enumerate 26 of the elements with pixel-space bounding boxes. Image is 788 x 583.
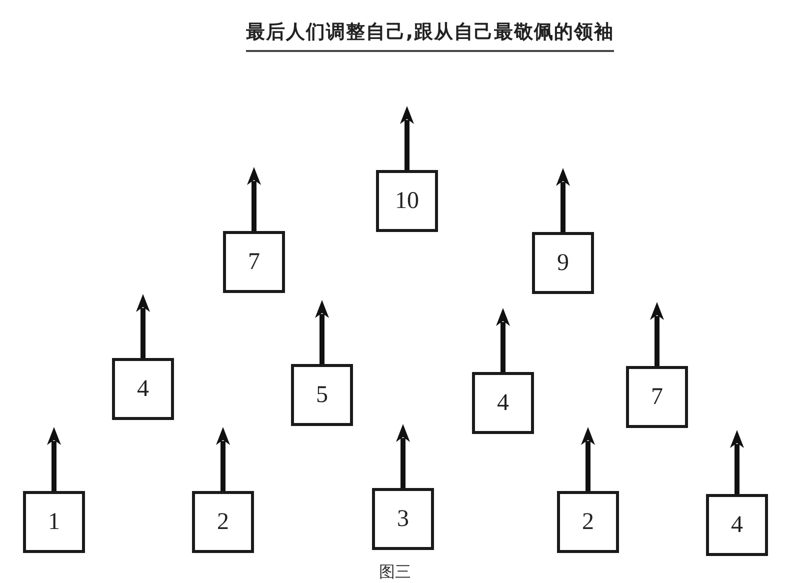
number-box: 10 <box>376 170 438 232</box>
number-box: 7 <box>223 231 285 293</box>
number-box: 4 <box>112 358 174 420</box>
title: 最后人们调整自己,跟从自己最敬佩的领袖 <box>246 18 614 52</box>
arrow <box>396 424 410 488</box>
number-box: 9 <box>532 232 594 294</box>
arrow <box>650 302 664 366</box>
arrow <box>581 427 595 491</box>
arrow <box>216 427 230 491</box>
number-box: 3 <box>372 488 434 550</box>
arrow <box>47 427 61 491</box>
number-box: 5 <box>291 364 353 426</box>
arrow <box>400 106 414 170</box>
arrow <box>136 294 150 358</box>
arrow <box>247 167 261 231</box>
number-box: 7 <box>626 366 688 428</box>
number-box: 2 <box>192 491 254 553</box>
arrow <box>730 430 744 494</box>
arrow <box>496 308 510 372</box>
number-box: 4 <box>472 372 534 434</box>
number-box: 4 <box>706 494 768 556</box>
arrow <box>556 168 570 232</box>
number-box: 2 <box>557 491 619 553</box>
number-box: 1 <box>23 491 85 553</box>
arrow <box>315 300 329 364</box>
caption: 图三 <box>379 562 411 581</box>
